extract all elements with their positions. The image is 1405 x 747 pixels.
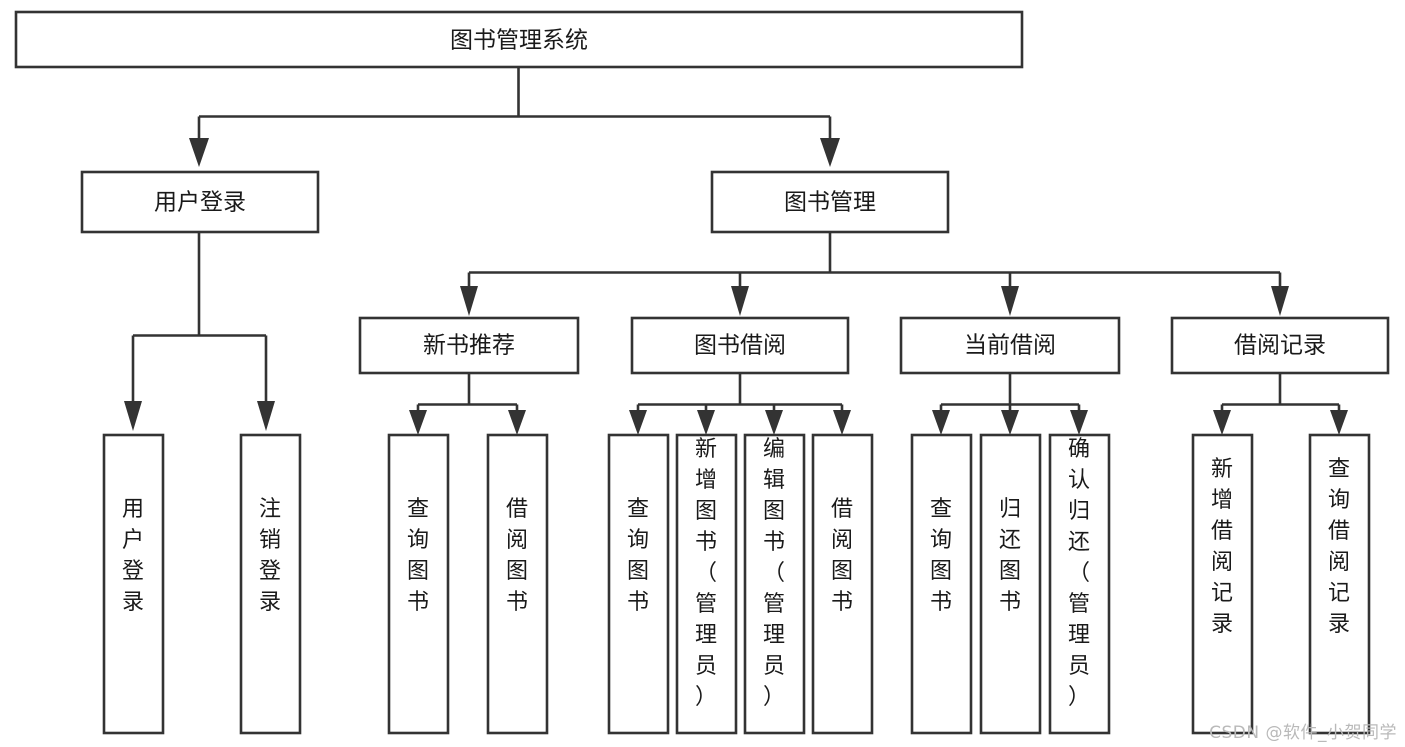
node-leaf-borrow-book-1-box[interactable]	[486, 433, 549, 735]
arrow-head-book-management	[820, 138, 840, 167]
node-leaf-return-book-label: 归还图书	[999, 497, 1021, 615]
node-leaf-query-book-1-label: 查询图书	[407, 497, 429, 615]
node-leaf-borrow-book-1-label: 借阅图书	[506, 497, 528, 615]
arrow-head-leaf-query-book-3	[932, 410, 950, 435]
node-leaf-add-record[interactable]: 新增借阅记录	[1191, 433, 1254, 735]
arrow-head-user-login	[189, 138, 209, 167]
arrow-head-borrow-record	[1271, 286, 1289, 316]
node-user-login-label: 用户登录	[154, 190, 246, 216]
node-root-label: 图书管理系统	[450, 28, 588, 54]
node-book-management[interactable]: 图书管理	[710, 170, 950, 234]
node-leaf-add-book-box[interactable]	[675, 433, 738, 735]
node-leaf-confirm-return-box[interactable]	[1048, 433, 1111, 735]
arrow-head-leaf-return-book	[1001, 410, 1019, 435]
connector-group-root	[189, 67, 840, 167]
arrow-head-leaf-borrow-book-1	[508, 410, 526, 435]
connector-group-borrow-record	[1213, 373, 1348, 435]
node-user-login[interactable]: 用户登录	[80, 170, 320, 234]
node-borrow-record[interactable]: 借阅记录	[1170, 316, 1390, 375]
node-leaf-query-book-2-box[interactable]	[607, 433, 670, 735]
connector-group-new-book-recommend	[409, 373, 526, 435]
arrow-head-leaf-query-book-2	[629, 410, 647, 435]
connector-group-user-login	[124, 232, 275, 431]
node-leaf-borrow-book-1[interactable]: 借阅图书	[486, 433, 549, 735]
node-leaf-query-record[interactable]: 查询借阅记录	[1308, 433, 1371, 735]
arrow-head-new-book-recommend	[460, 286, 478, 316]
node-leaf-borrow-book-2[interactable]: 借阅图书	[811, 433, 874, 735]
node-leaf-query-book-1[interactable]: 查询图书	[387, 433, 450, 735]
node-leaf-return-book[interactable]: 归还图书	[979, 433, 1042, 735]
node-root[interactable]: 图书管理系统	[14, 10, 1024, 69]
node-leaf-query-record-label: 查询借阅记录	[1328, 457, 1350, 637]
node-book-management-box[interactable]	[710, 170, 950, 234]
node-book-borrow-label: 图书借阅	[694, 333, 786, 359]
node-leaf-borrow-book-2-label: 借阅图书	[831, 497, 853, 615]
arrow-head-leaf-user-login	[124, 401, 142, 431]
arrow-head-leaf-query-book-1	[409, 410, 427, 435]
arrow-head-leaf-borrow-book-2	[833, 410, 851, 435]
node-book-management-label: 图书管理	[784, 190, 876, 216]
node-leaf-query-book-3[interactable]: 查询图书	[910, 433, 973, 735]
watermark-text: CSDN @软件_小贺同学	[1209, 723, 1397, 743]
arrow-head-leaf-add-book	[697, 410, 715, 435]
node-book-borrow-box[interactable]	[630, 316, 850, 375]
node-leaf-user-login[interactable]: 用户登录	[102, 433, 165, 735]
node-leaf-add-book[interactable]: 新增图书（管理员）	[675, 433, 738, 735]
node-leaf-confirm-return-label: 确认归还（管理员）	[1068, 437, 1090, 710]
connector-group-book-management	[460, 232, 1289, 316]
connector-group-current-borrow	[932, 373, 1088, 435]
node-leaf-add-record-box[interactable]	[1191, 433, 1254, 735]
arrow-head-leaf-logout-login	[257, 401, 275, 431]
node-leaf-query-book-2-label: 查询图书	[627, 497, 649, 615]
node-leaf-query-book-3-label: 查询图书	[930, 497, 952, 615]
node-new-book-recommend[interactable]: 新书推荐	[358, 316, 580, 375]
node-leaf-query-record-box[interactable]	[1308, 433, 1371, 735]
node-new-book-recommend-label: 新书推荐	[423, 333, 515, 359]
node-leaf-return-book-box[interactable]	[979, 433, 1042, 735]
node-leaf-query-book-2[interactable]: 查询图书	[607, 433, 670, 735]
node-leaf-logout-login[interactable]: 注销登录	[239, 433, 302, 735]
node-leaf-borrow-book-2-box[interactable]	[811, 433, 874, 735]
node-user-login-box[interactable]	[80, 170, 320, 234]
node-current-borrow-box[interactable]	[899, 316, 1121, 375]
arrow-head-book-borrow	[731, 286, 749, 316]
node-borrow-record-box[interactable]	[1170, 316, 1390, 375]
node-leaf-edit-book-label: 编辑图书（管理员）	[763, 437, 785, 710]
node-book-borrow[interactable]: 图书借阅	[630, 316, 850, 375]
arrow-head-current-borrow	[1001, 286, 1019, 316]
node-leaf-add-record-label: 新增借阅记录	[1211, 457, 1233, 637]
node-leaf-logout-login-box[interactable]	[239, 433, 302, 735]
node-leaf-query-book-1-box[interactable]	[387, 433, 450, 735]
node-leaf-edit-book[interactable]: 编辑图书（管理员）	[743, 433, 806, 735]
arrow-head-leaf-confirm-return	[1070, 410, 1088, 435]
node-new-book-recommend-box[interactable]	[358, 316, 580, 375]
node-leaf-edit-book-box[interactable]	[743, 433, 806, 735]
connector-group-book-borrow	[629, 373, 851, 435]
node-leaf-query-book-3-box[interactable]	[910, 433, 973, 735]
node-current-borrow[interactable]: 当前借阅	[899, 316, 1121, 375]
node-leaf-add-book-label: 新增图书（管理员）	[695, 437, 717, 710]
node-current-borrow-label: 当前借阅	[964, 333, 1056, 359]
arrow-head-leaf-add-record	[1213, 410, 1231, 435]
node-leaf-confirm-return[interactable]: 确认归还（管理员）	[1048, 433, 1111, 735]
node-leaf-user-login-label: 用户登录	[122, 497, 144, 615]
arrow-head-leaf-query-record	[1330, 410, 1348, 435]
node-leaf-logout-login-label: 注销登录	[259, 497, 281, 615]
node-leaf-user-login-box[interactable]	[102, 433, 165, 735]
arrow-head-leaf-edit-book	[765, 410, 783, 435]
node-root-box[interactable]	[14, 10, 1024, 69]
node-borrow-record-label: 借阅记录	[1234, 333, 1326, 359]
